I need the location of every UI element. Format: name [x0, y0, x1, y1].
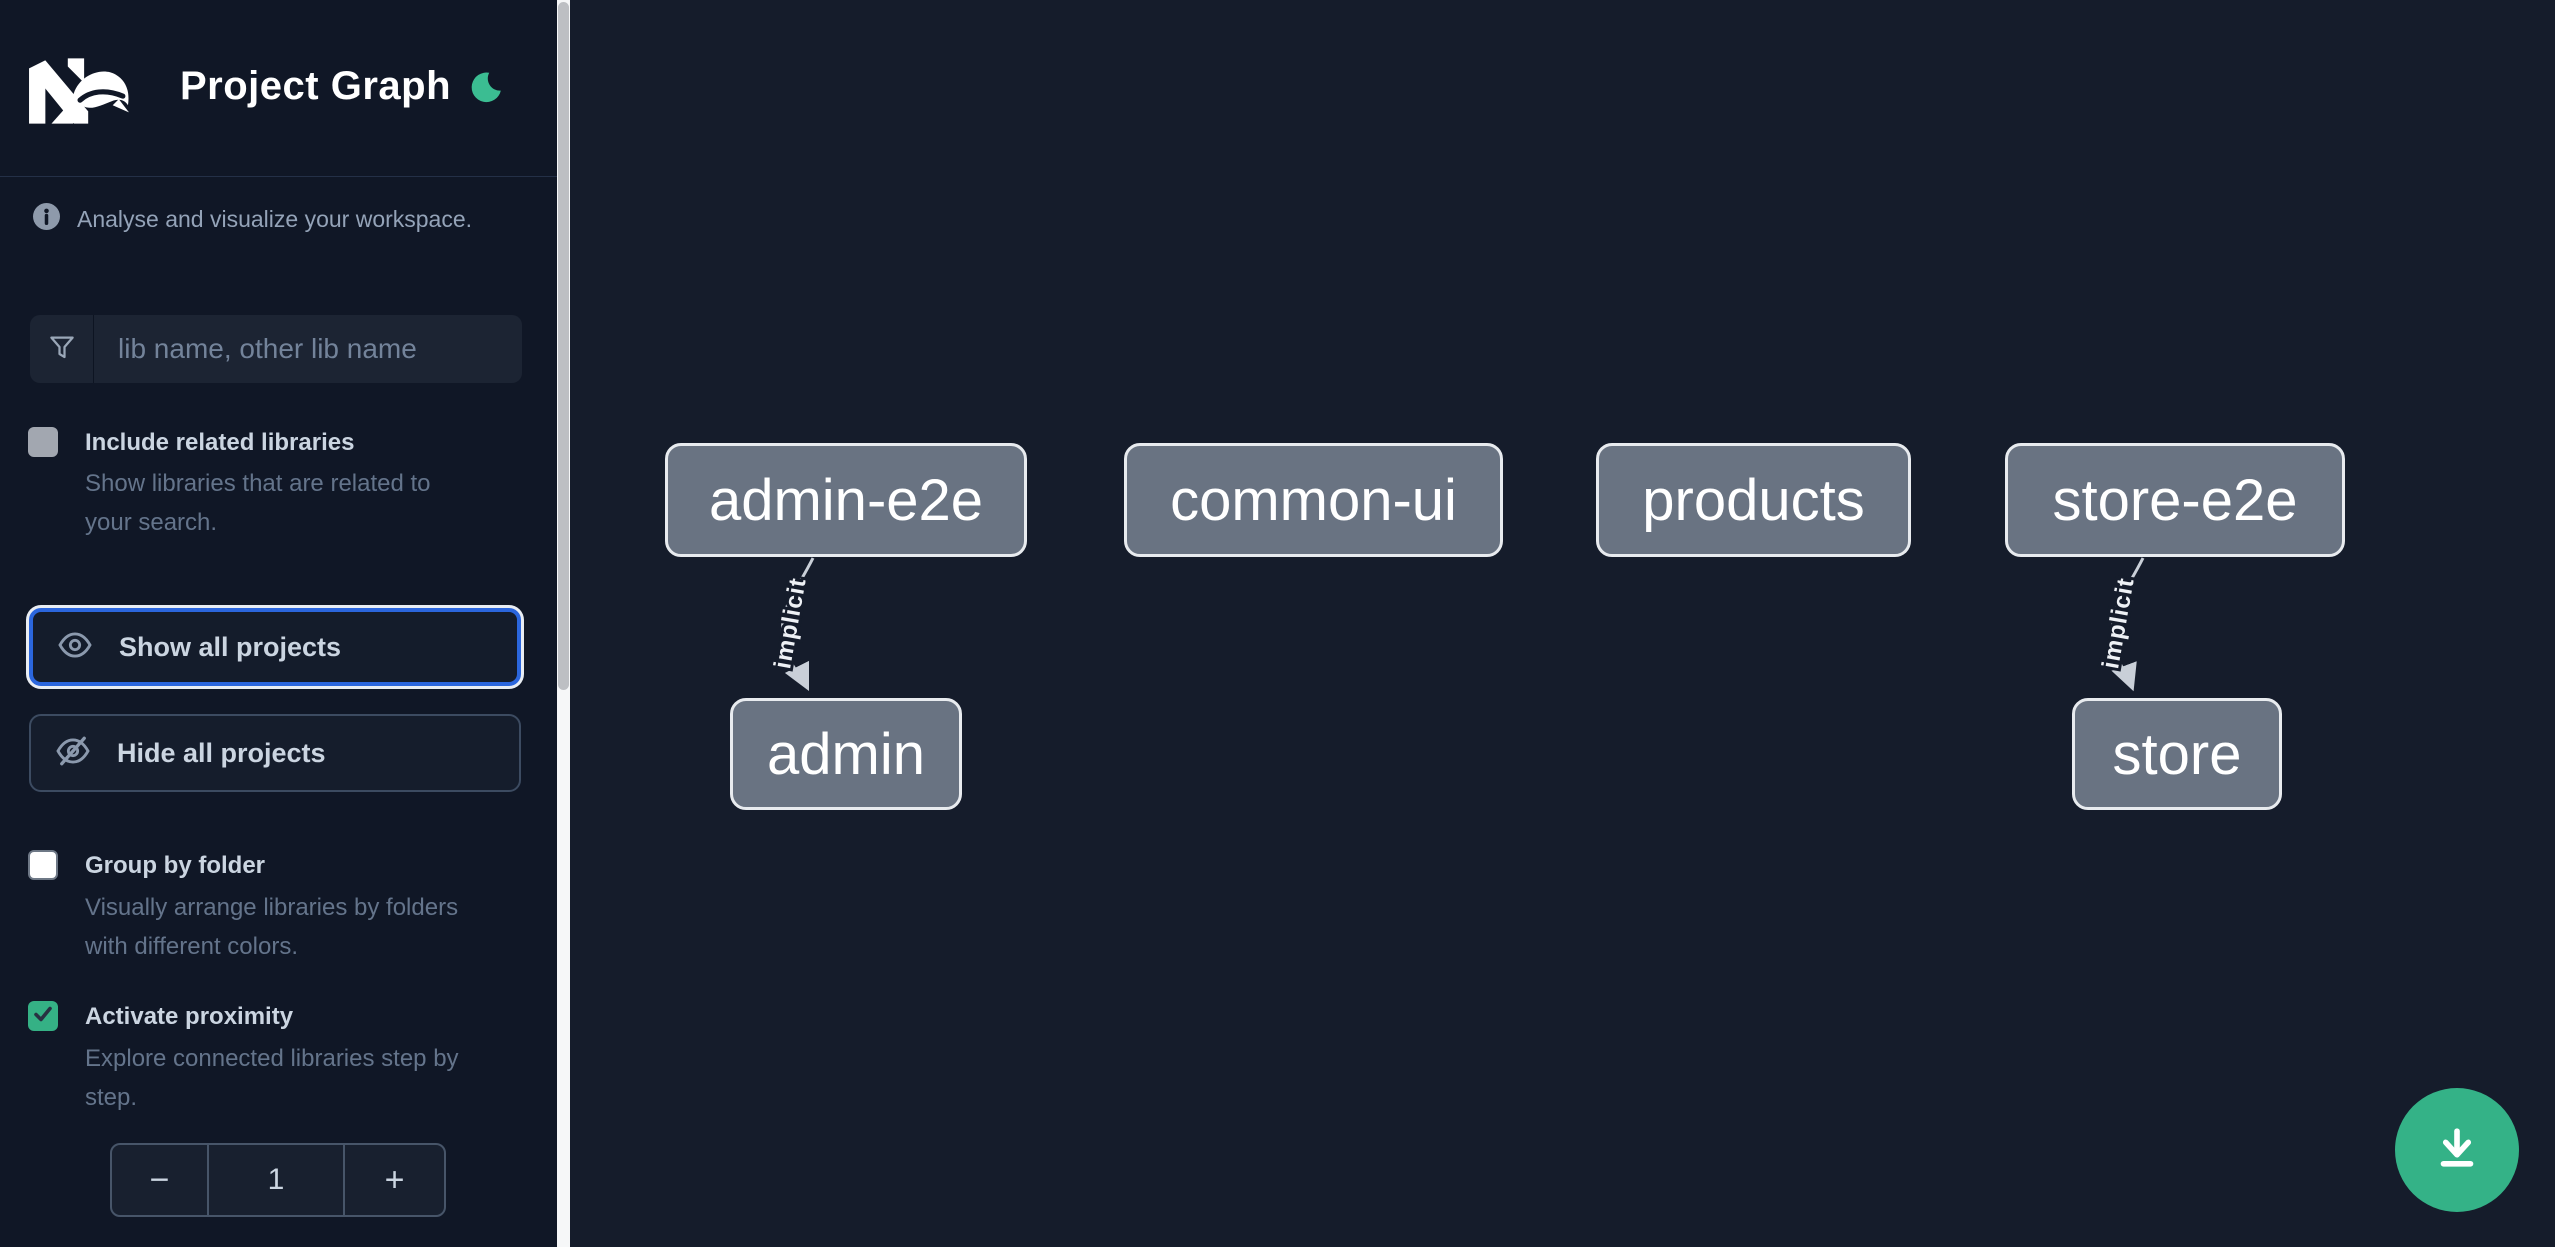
show-all-projects-button[interactable]: Show all projects [29, 608, 521, 686]
workspace-tagline: Analyse and visualize your workspace. [33, 203, 472, 235]
page-title: Project Graph [180, 64, 452, 108]
checkmark-icon [31, 1002, 55, 1031]
include-related-checkbox[interactable] [28, 427, 58, 457]
graph-node-store-e2e[interactable]: store-e2e [2005, 443, 2345, 557]
proximity-value: 1 [209, 1145, 345, 1215]
include-related-description: Show libraries that are related to your … [85, 470, 431, 536]
filter-input[interactable] [94, 317, 522, 381]
hide-all-projects-button[interactable]: Hide all projects [29, 714, 521, 792]
proximity-increment-button[interactable]: + [384, 1160, 405, 1199]
sidebar-scrollbar-thumb[interactable] [558, 2, 569, 690]
proximity-decrement-button[interactable]: − [112, 1145, 209, 1215]
download-icon [2430, 1121, 2484, 1180]
activate-proximity-label: Activate proximity [85, 1003, 294, 1030]
group-by-folder-label: Group by folder [85, 852, 265, 879]
eye-icon [57, 627, 93, 668]
graph-node-common-ui[interactable]: common-ui [1124, 443, 1503, 557]
theme-toggle-button[interactable] [466, 69, 504, 107]
eye-off-icon [55, 733, 91, 774]
graph-node-store[interactable]: store [2072, 698, 2282, 810]
activate-proximity-description: Explore connected libraries step by step… [85, 1045, 459, 1111]
graph-node-products[interactable]: products [1596, 443, 1911, 557]
sidebar-scrollbar-track [557, 0, 570, 1247]
proximity-stepper: − 1 + [110, 1143, 446, 1217]
info-icon [33, 203, 60, 235]
activate-proximity-checkbox[interactable] [28, 1001, 58, 1031]
sidebar: Project Graph Analyse and visualize your… [0, 0, 557, 1247]
include-related-label: Include related libraries [85, 429, 355, 456]
tagline-text: Analyse and visualize your workspace. [77, 205, 473, 232]
group-by-folder-checkbox[interactable] [28, 850, 58, 880]
graph-canvas[interactable] [570, 0, 2555, 1247]
filter-box [30, 315, 522, 383]
nx-logo [29, 58, 129, 124]
hide-all-projects-label: Hide all projects [117, 737, 326, 768]
graph-node-admin[interactable]: admin [730, 698, 962, 810]
sidebar-header: Project Graph [0, 0, 557, 177]
graph-node-admin-e2e[interactable]: admin-e2e [665, 443, 1027, 557]
filter-icon-zone [30, 315, 94, 383]
moon-icon [466, 72, 504, 111]
show-all-projects-label: Show all projects [119, 631, 342, 662]
group-by-folder-description: Visually arrange libraries by folders wi… [85, 894, 459, 960]
download-graph-button[interactable] [2395, 1088, 2519, 1212]
funnel-icon [47, 332, 77, 367]
